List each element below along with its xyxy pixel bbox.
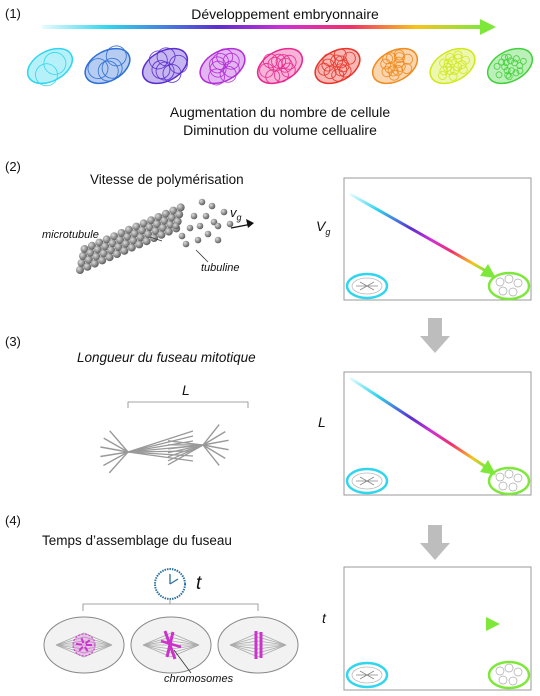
down-arrow-1 (420, 318, 450, 353)
section3-number: (3) (5, 334, 21, 349)
section2-number: (2) (5, 159, 21, 174)
mitotic-spindle (100, 425, 228, 473)
embryo-stage-2 (79, 41, 135, 90)
label-microtubule: microtubule (42, 229, 99, 241)
embryo-stage-1 (22, 41, 79, 92)
graph-time-ylabel: t (322, 610, 326, 626)
embryo-stage-4 (194, 41, 252, 93)
graph-velocity (344, 178, 531, 300)
label-vg: vg (230, 205, 242, 223)
down-arrow-2 (420, 525, 450, 560)
embryo-row (22, 39, 538, 94)
label-tubuline: tubuline (201, 262, 240, 274)
spindle-length-label: L (182, 382, 190, 398)
caption-cell-number: Augmentation du nombre de cellule (130, 104, 430, 120)
embryo-stage-7 (367, 41, 423, 90)
embryo-stage-3 (136, 39, 195, 94)
embryo-stage-5 (251, 41, 308, 91)
embryo-stage-6 (309, 41, 366, 90)
spindle-length-bracket (128, 402, 248, 408)
section4-number: (4) (5, 513, 21, 528)
clock-t-label: t (196, 573, 201, 595)
mitosis-sequence (44, 617, 298, 673)
section3-title: Longueur du fuseau mitotique (77, 350, 256, 365)
mitotic-cell-3 (218, 617, 298, 673)
vg-arrow-head (246, 219, 254, 228)
mitotic-cell-2 (131, 617, 211, 673)
embryo-stage-9 (482, 41, 538, 90)
clock-icon (155, 569, 185, 599)
graph-velocity-ylabel: Vg (316, 218, 330, 237)
clock-bracket (83, 599, 258, 611)
section2-title: Vitesse de polymérisation (90, 172, 244, 187)
caption-cell-volume: Diminution du volume cellualire (130, 122, 430, 138)
embryo-stage-8 (424, 41, 480, 90)
label-chromosomes: chromosomes (164, 673, 233, 685)
graph-length (344, 372, 531, 495)
mitotic-cell-1 (44, 617, 124, 673)
graph-time (344, 567, 531, 690)
graph-length-ylabel: L (318, 414, 326, 430)
tubuline-pointer (196, 250, 208, 262)
section4-title: Temps d’assemblage du fuseau (42, 533, 232, 548)
development-arrow (42, 19, 496, 35)
